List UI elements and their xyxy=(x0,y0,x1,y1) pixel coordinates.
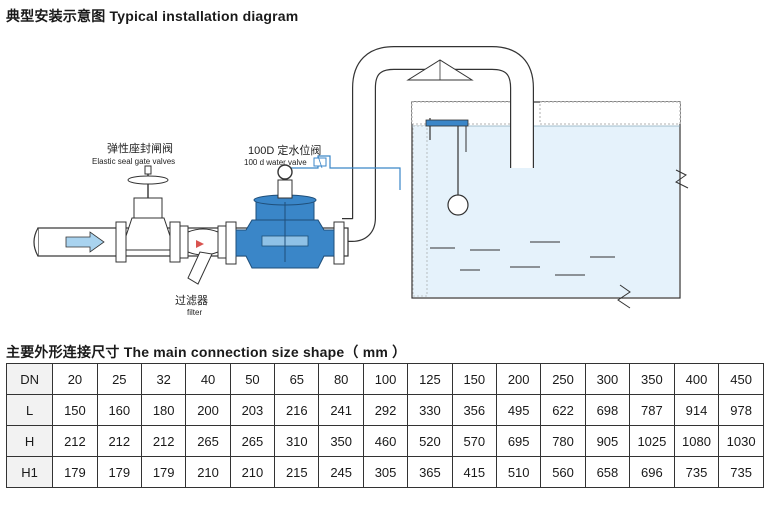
dimension-table: DN 20 25 32 40 50 65 80 100 125 150 200 … xyxy=(5,363,764,488)
diagram-title: 典型安装示意图 Typical installation diagram xyxy=(6,8,299,24)
table-cell: 100 xyxy=(362,363,409,395)
table-cell: 179 xyxy=(140,456,187,488)
filter-label-en: filter xyxy=(187,308,203,317)
row-label: L xyxy=(5,394,54,426)
table-cell: 330 xyxy=(407,394,453,426)
table-row-h1: H1 179 179 179 210 210 215 245 305 365 4… xyxy=(5,456,764,488)
y-filter xyxy=(179,225,227,285)
table-cell: 292 xyxy=(362,394,409,426)
table-cell: 216 xyxy=(274,394,320,426)
table-cell: 265 xyxy=(185,425,231,457)
table-cell: 310 xyxy=(274,425,320,457)
filter-label-cn: 过滤器 xyxy=(175,295,208,307)
table-cell: 695 xyxy=(495,425,542,457)
table-cell: 40 xyxy=(185,363,231,395)
table-title: 主要外形连接尺寸 The main connection size shape（… xyxy=(6,344,407,360)
table-cell: 905 xyxy=(584,425,631,457)
table-cell: 212 xyxy=(140,425,187,457)
table-cell: 978 xyxy=(718,394,764,426)
table-cell: 80 xyxy=(318,363,364,395)
table-cell: 25 xyxy=(96,363,142,395)
float-assembly xyxy=(425,118,469,216)
table-cell: 212 xyxy=(96,425,142,457)
table-cell: 150 xyxy=(52,394,98,426)
installation-drawing xyxy=(33,46,689,309)
row-label: H1 xyxy=(5,456,54,488)
table-cell: 350 xyxy=(318,425,364,457)
level-valve-label-en: 100 d water valve xyxy=(244,158,307,167)
table-cell: 450 xyxy=(718,363,764,395)
table-cell: 215 xyxy=(274,456,320,488)
table-cell: 160 xyxy=(96,394,142,426)
installation-diagram: 弹性座封闸阀 Elastic seal gate valves 100D 定水位… xyxy=(0,30,764,330)
table-cell: 1080 xyxy=(673,425,720,457)
table-cell: 735 xyxy=(673,456,720,488)
table-row-h: H 212 212 212 265 265 310 350 460 520 57… xyxy=(5,425,764,457)
table-cell: 200 xyxy=(495,363,542,395)
gate-valve-label-en: Elastic seal gate valves xyxy=(92,157,176,166)
table-cell: 570 xyxy=(451,425,497,457)
table-row-dn: DN 20 25 32 40 50 65 80 100 125 150 200 … xyxy=(5,363,764,395)
table-cell: 780 xyxy=(540,425,586,457)
table-cell: 300 xyxy=(584,363,631,395)
table-cell: 696 xyxy=(629,456,675,488)
table-cell: 210 xyxy=(185,456,231,488)
level-valve-label-cn: 100D 定水位阀 xyxy=(248,145,322,157)
table-cell: 125 xyxy=(407,363,453,395)
table-cell: 200 xyxy=(185,394,231,426)
table-cell: 250 xyxy=(540,363,586,395)
table-cell: 787 xyxy=(629,394,675,426)
table-cell: 698 xyxy=(584,394,631,426)
table-cell: 265 xyxy=(229,425,276,457)
table-cell: 520 xyxy=(407,425,453,457)
table-cell: 20 xyxy=(52,363,98,395)
table-cell: 50 xyxy=(229,363,276,395)
table-cell: 212 xyxy=(52,425,98,457)
table-cell: 1030 xyxy=(718,425,764,457)
table-cell: 245 xyxy=(318,456,364,488)
gate-valve-label-cn: 弹性座封闸阀 xyxy=(107,143,173,155)
table-cell: 180 xyxy=(140,394,187,426)
row-label: H xyxy=(5,425,54,457)
table-cell: 400 xyxy=(673,363,720,395)
table-cell: 365 xyxy=(407,456,453,488)
table-cell: 658 xyxy=(584,456,631,488)
water-tank xyxy=(411,101,689,309)
table-cell: 305 xyxy=(362,456,409,488)
table-cell: 179 xyxy=(96,456,142,488)
table-cell: 560 xyxy=(540,456,586,488)
table-cell: 65 xyxy=(274,363,320,395)
flow-arrow xyxy=(65,231,105,253)
table-cell: 460 xyxy=(362,425,409,457)
table-cell: 203 xyxy=(229,394,276,426)
table-cell: 495 xyxy=(495,394,542,426)
table-cell: 415 xyxy=(451,456,497,488)
row-label: DN xyxy=(5,363,54,395)
table-row-l: L 150 160 180 200 203 216 241 292 330 35… xyxy=(5,394,764,426)
table-cell: 32 xyxy=(140,363,187,395)
riser-pipe xyxy=(342,46,534,242)
table-cell: 150 xyxy=(451,363,497,395)
gate-valve xyxy=(115,165,181,263)
table-cell: 350 xyxy=(629,363,675,395)
table-cell: 210 xyxy=(229,456,276,488)
table-cell: 914 xyxy=(673,394,720,426)
table-cell: 356 xyxy=(451,394,497,426)
table-cell: 622 xyxy=(540,394,586,426)
water-level-valve xyxy=(225,164,345,269)
table-cell: 179 xyxy=(52,456,98,488)
control-line xyxy=(290,155,401,190)
table-cell: 1025 xyxy=(629,425,675,457)
table-cell: 241 xyxy=(318,394,364,426)
table-cell: 735 xyxy=(718,456,764,488)
table-cell: 510 xyxy=(495,456,542,488)
